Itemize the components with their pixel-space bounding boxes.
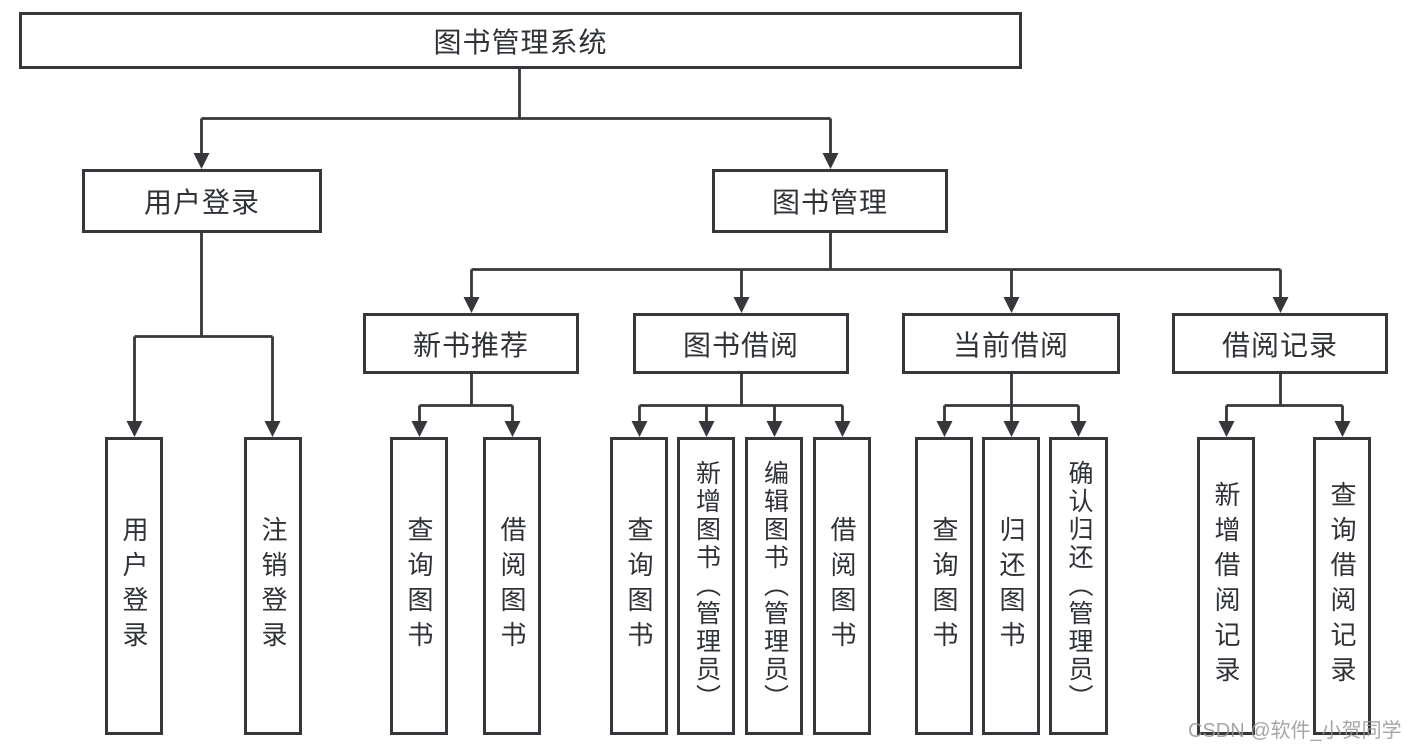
leaf-label: 借阅图书 [497,516,527,656]
leaf-recommend-borrow-books: 借阅图书 [483,437,541,735]
leaf-recommend-query-books: 查询图书 [390,437,448,735]
arrow-down-icon [766,421,783,437]
node-label: 新书推荐 [412,329,529,361]
arrow-down-icon [698,421,715,437]
arrow-down-icon [1272,297,1289,313]
leaf-label: 查询借阅记录 [1327,481,1357,691]
leaf-edit-books-admin: 编辑图书（管理员） [745,437,803,735]
leaf-add-borrow-record: 新增借阅记录 [1197,437,1255,735]
node-book-borrow: 图书借阅 [633,313,849,374]
node-library-system: 图书管理系统 [19,12,1022,69]
leaf-user-login: 用户登录 [105,437,163,735]
arrow-down-icon [463,297,480,313]
leaf-label: 查询图书 [404,516,434,656]
arrow-down-icon [1003,421,1020,437]
leaf-label: 查询图书 [929,516,959,656]
arrow-down-icon [822,153,839,169]
node-current-borrow: 当前借阅 [902,313,1120,374]
leaf-label: 编辑图书（管理员） [760,460,789,712]
leaf-label: 用户登录 [119,516,149,656]
leaf-query-borrow-record: 查询借阅记录 [1313,437,1371,735]
arrow-down-icon [834,421,851,437]
leaf-logout: 注销登录 [244,437,302,735]
node-label: 图书管理 [771,187,888,218]
arrow-down-icon [411,421,428,437]
leaf-label: 归还图书 [996,516,1026,656]
leaf-label: 新增借阅记录 [1211,481,1241,691]
leaf-borrow-books: 借阅图书 [813,437,871,735]
arrowheads [126,153,1351,437]
arrow-down-icon [504,421,521,437]
node-new-book-recommend: 新书推荐 [363,313,579,374]
node-book-management: 图书管理 [712,169,948,233]
leaf-label: 查询图书 [624,516,654,656]
node-borrow-records: 借阅记录 [1172,313,1388,374]
leaf-label: 注销登录 [258,516,288,656]
leaf-current-query-books: 查询图书 [915,437,973,735]
arrow-down-icon [1070,421,1087,437]
arrow-down-icon [631,421,648,437]
arrow-down-icon [193,153,210,169]
arrow-down-icon [1334,421,1351,437]
arrow-down-icon [733,297,750,313]
node-label: 图书借阅 [682,329,799,361]
arrow-down-icon [936,421,953,437]
leaf-return-books: 归还图书 [982,437,1040,735]
node-label: 当前借阅 [952,329,1069,361]
leaf-add-books-admin: 新增图书（管理员） [677,437,735,735]
arrow-down-icon [264,421,281,437]
arrow-down-icon [126,421,143,437]
leaf-borrow-query-books: 查询图书 [610,437,668,735]
leaf-label: 确认归还（管理员） [1065,460,1093,712]
node-label: 图书管理系统 [433,26,608,58]
arrow-down-icon [1003,297,1020,313]
watermark: CSDN @软件_小贺同学 [1188,720,1402,742]
leaf-label: 新增图书（管理员） [692,460,721,712]
leaf-confirm-return-admin: 确认归还（管理员） [1049,437,1108,735]
arrow-down-icon [1218,421,1235,437]
leaf-label: 借阅图书 [827,516,857,656]
node-label: 用户登录 [143,187,260,218]
node-label: 借阅记录 [1221,329,1338,361]
connector-line [133,67,1344,425]
node-user-login: 用户登录 [82,169,322,233]
